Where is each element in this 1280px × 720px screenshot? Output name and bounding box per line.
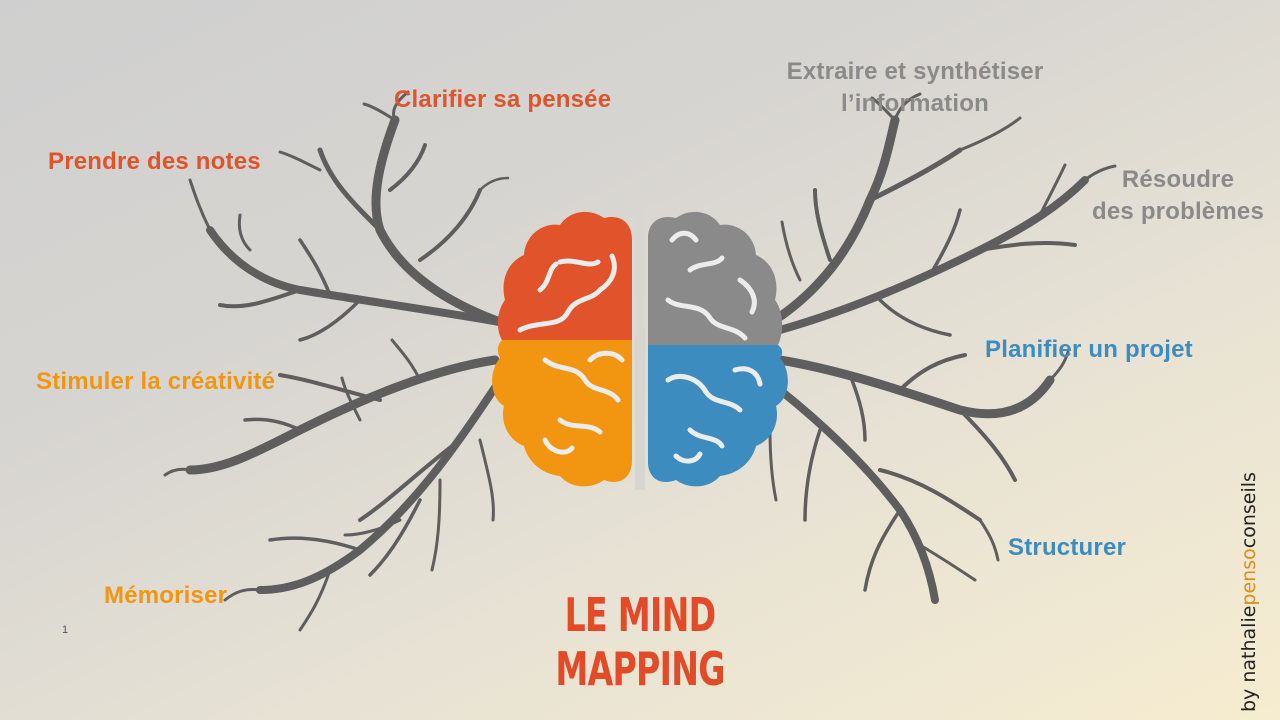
branch-left-bottom-6 (478, 438, 495, 522)
branch-left-low-2 (278, 373, 382, 402)
branch-left-bottom-9 (223, 588, 262, 602)
branch-right-low-4 (848, 373, 867, 442)
page-title: LE MIND MAPPING (555, 588, 725, 696)
branch-right-upper-3 (893, 92, 922, 122)
branch-left-upper-7 (478, 176, 510, 192)
label-clarifier-sa-pensee: Clarifier sa pensée (394, 86, 612, 113)
branch-left-bottom-2 (358, 438, 462, 522)
label-structurer: Structurer (1008, 534, 1127, 561)
branch-right-bottom-3 (863, 508, 902, 592)
branch-right-mid-5 (878, 298, 952, 337)
credit-suffix: conseils (1238, 472, 1260, 549)
label-prendre-des-notes: Prendre des notes (48, 148, 261, 175)
branch-right-bottom-4 (803, 428, 822, 522)
branch-right-low-5 (1048, 350, 1070, 382)
branch-right-bottom-7 (918, 543, 977, 582)
brain-left-top-lobe (497, 211, 632, 340)
branch-right-upper-4 (870, 96, 897, 122)
label-extraire-et-synthetiser: Extraire et synthétiser l’information (760, 56, 1070, 120)
branches (163, 90, 1117, 632)
branch-left-low-4 (163, 467, 192, 477)
branch-right-bottom-5 (978, 518, 1000, 562)
label-resoudre-line1: Résoudre (1121, 166, 1235, 193)
branch-left-mid-5 (298, 238, 332, 297)
author-credit: by nathaliepensoconseils (1232, 462, 1266, 712)
branch-right-upper (770, 115, 900, 325)
brain-illustration (492, 210, 788, 490)
branch-left-low (185, 355, 500, 475)
branch-left-mid-2 (218, 288, 302, 309)
branch-left-mid-7 (298, 298, 362, 342)
branch-left-upper-5 (388, 143, 427, 192)
branch-right-mid (776, 176, 1089, 334)
slide-number: 1 (62, 624, 69, 636)
branch-right-bottom-2 (878, 468, 982, 522)
branch-left-low-3 (243, 417, 302, 432)
branch-left-upper-3 (392, 90, 410, 122)
branch-right-low-3 (958, 408, 1017, 482)
branch-right-upper-2 (867, 147, 963, 203)
branch-right-low (775, 355, 1055, 419)
branch-left-bottom-5 (298, 568, 332, 632)
label-extraire-line1: Extraire et synthétiser (786, 58, 1044, 85)
branch-right-upper-6 (958, 116, 1022, 152)
branch-left-low-6 (340, 376, 362, 422)
branch-left-mid-6 (278, 150, 322, 172)
brain-right-top-lobe (648, 211, 783, 345)
label-resoudre-des-problemes: Résoudre des problèmes (1078, 164, 1278, 228)
branch-left-upper-2 (317, 147, 383, 233)
branch-right-upper-5 (813, 188, 832, 262)
branch-left-bottom-3 (368, 498, 422, 577)
branch-left-upper-4 (362, 102, 397, 122)
branch-right-bottom-6 (768, 428, 778, 502)
branch-right-mid-6 (1038, 163, 1067, 217)
branch-left-upper-6 (418, 188, 482, 262)
branch-right-bottom (776, 386, 939, 604)
credit-prefix: by nathalie (1238, 605, 1260, 712)
branch-right-upper-7 (780, 220, 802, 282)
branch-right-mid-2 (978, 240, 1077, 252)
label-planifier-un-projet: Planifier un projet (985, 336, 1193, 363)
credit-accent: penso (1238, 548, 1260, 606)
branch-left-bottom-7 (430, 478, 442, 572)
label-stimuler-la-creativite: Stimuler la créativité (36, 368, 276, 395)
label-memoriser: Mémoriser (104, 582, 228, 609)
branch-left-bottom-4 (268, 536, 362, 552)
brain-right-bottom-lobe (648, 345, 788, 487)
branch-right-mid-3 (1083, 164, 1117, 182)
branch-right-low-2 (898, 353, 967, 392)
brain-left-bottom-lobe (492, 340, 632, 487)
branch-left-mid-3 (188, 178, 212, 232)
branch-left-bottom (256, 376, 504, 594)
branch-left-low-5 (390, 338, 422, 382)
branch-left-bottom-8 (343, 518, 402, 537)
branch-left-upper (371, 115, 505, 327)
brain-folds (517, 230, 763, 464)
branch-right-mid-4 (928, 208, 962, 277)
label-resoudre-line2: des problèmes (1092, 198, 1264, 225)
branch-left-mid-4 (237, 213, 252, 252)
label-extraire-line2: l’information (841, 90, 989, 117)
branch-left-mid (206, 226, 504, 326)
